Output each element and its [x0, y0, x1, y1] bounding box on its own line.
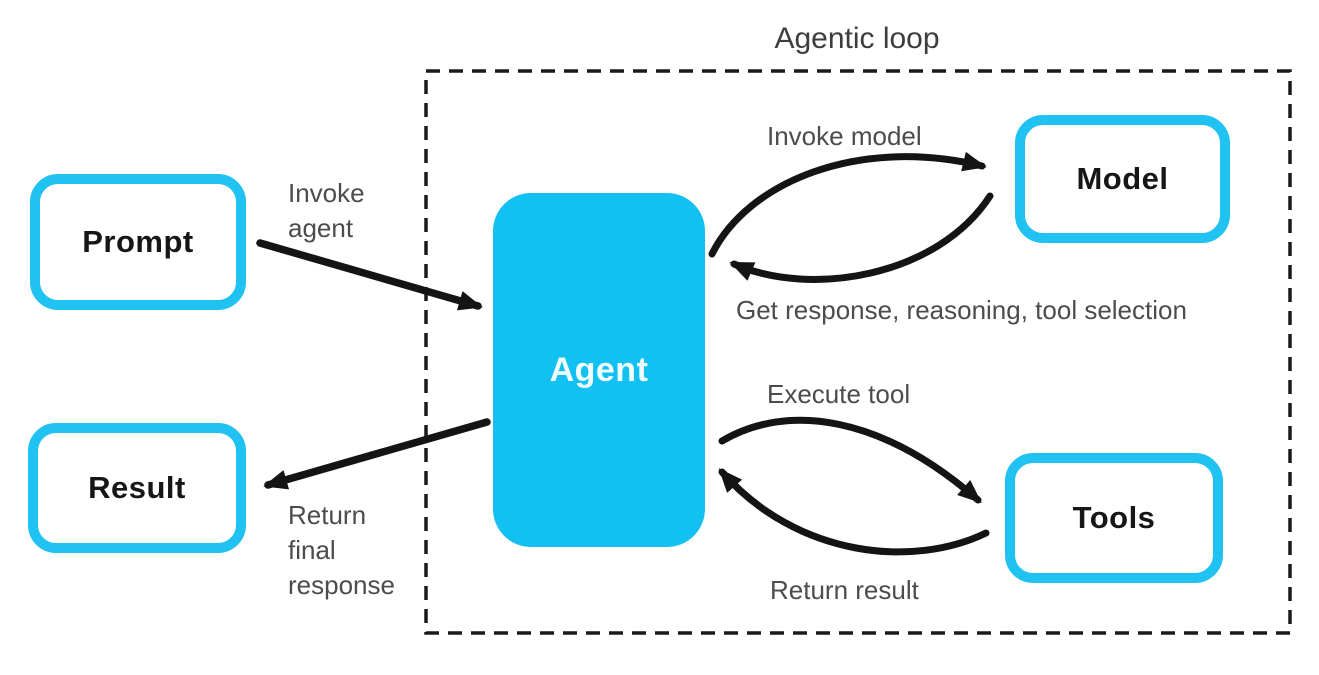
- agent-node-label: Agent: [549, 350, 649, 389]
- result-node-label: Result: [88, 470, 186, 505]
- prompt-node: Prompt: [30, 174, 246, 310]
- return-result-arrow: [718, 468, 990, 556]
- execute-tool-label: Execute tool: [767, 379, 911, 409]
- invoke-model-label: Invoke model: [767, 121, 922, 151]
- return-final-response-arrow: [263, 418, 491, 490]
- get-response-label: Get response, reasoning, tool selection: [736, 295, 1187, 325]
- invoke-agent-arrow: [256, 239, 483, 311]
- get-response-arrow: [729, 192, 994, 283]
- model-node: Model: [1015, 115, 1230, 243]
- invoke-model-arrow: [708, 151, 987, 258]
- tools-node: Tools: [1005, 453, 1223, 583]
- execute-tool-arrow: [718, 416, 982, 504]
- agentic-loop-title: Agentic loop: [774, 22, 940, 55]
- return-final-response-label: Return final response: [288, 500, 395, 601]
- prompt-node-label: Prompt: [82, 224, 194, 259]
- tools-node-label: Tools: [1072, 500, 1156, 535]
- agent-node: Agent: [493, 193, 705, 547]
- return-result-label: Return result: [770, 575, 919, 605]
- result-node: Result: [28, 423, 246, 553]
- invoke-agent-label: Invoke agent: [288, 178, 365, 244]
- model-node-label: Model: [1076, 161, 1169, 196]
